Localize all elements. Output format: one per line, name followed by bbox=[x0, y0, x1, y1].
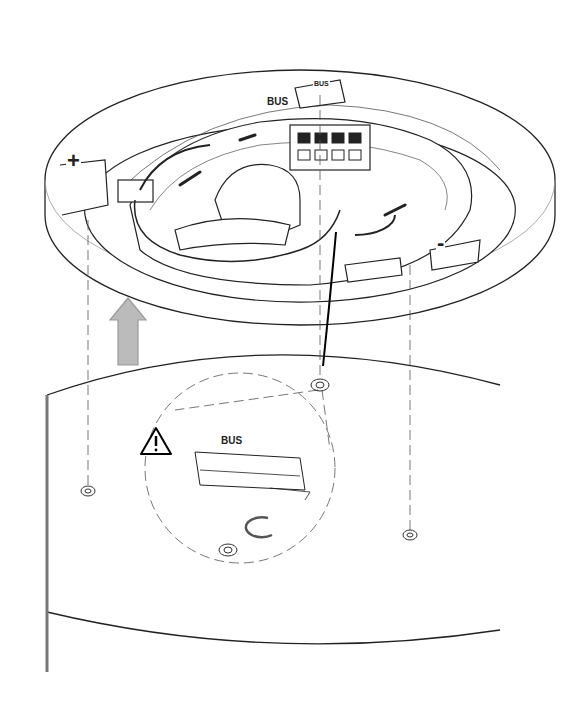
bus-label-detail: BUS bbox=[220, 436, 243, 446]
bus-label-small: BUS bbox=[313, 80, 330, 87]
bus-label: BUS bbox=[266, 97, 289, 107]
plus-terminal-mark: + bbox=[66, 150, 81, 172]
minus-terminal-mark: - bbox=[436, 232, 445, 254]
